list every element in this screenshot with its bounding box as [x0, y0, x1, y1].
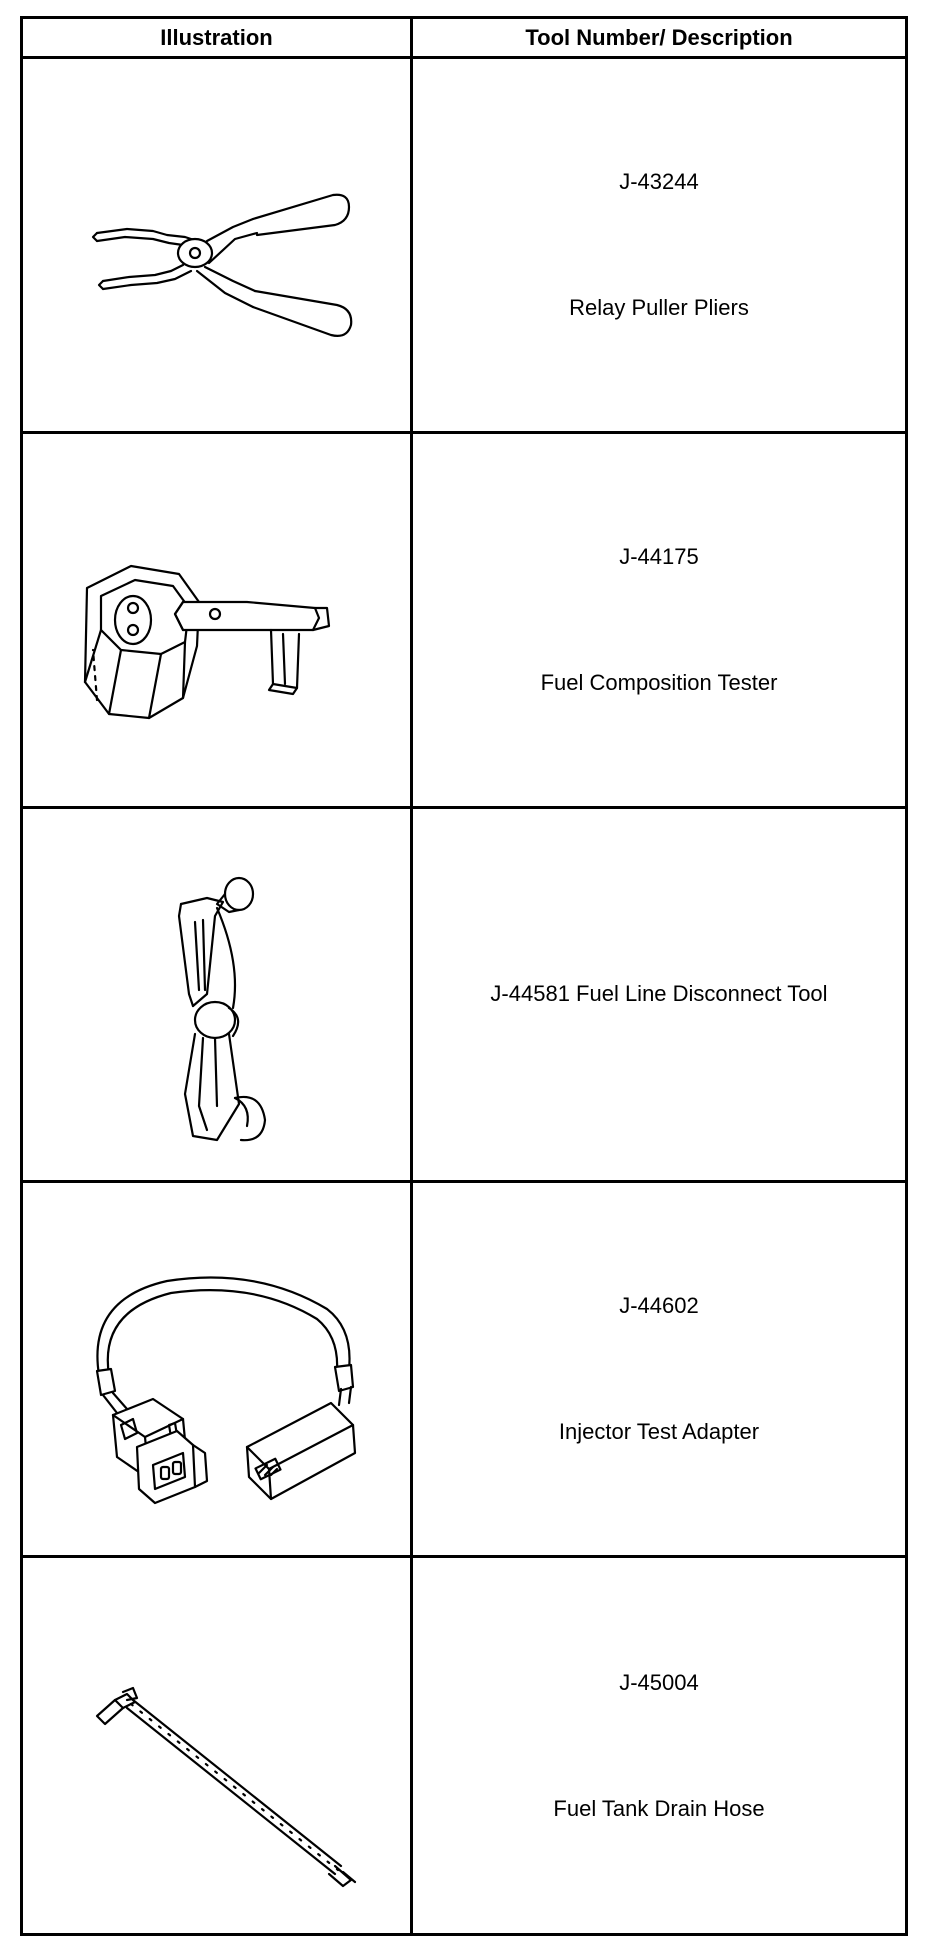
- illustration-cell: [23, 1558, 413, 1933]
- tool-description: Fuel Composition Tester: [540, 669, 778, 695]
- tool-description: Fuel Tank Drain Hose: [553, 1795, 765, 1821]
- header-description: Tool Number/ Description: [413, 19, 905, 59]
- tool-description: Relay Puller Pliers: [569, 294, 749, 320]
- fuel-tank-drain-hose-icon: [95, 1686, 356, 1887]
- tool-number: J-44175: [619, 543, 699, 569]
- description-cell: J-43244 Relay Puller Pliers: [413, 59, 905, 434]
- fuel-composition-tester-icon: [83, 564, 330, 719]
- description-cell: J-44175 Fuel Composition Tester: [413, 434, 905, 809]
- tool-number-and-description: J-44581 Fuel Line Disconnect Tool: [490, 981, 828, 1007]
- tool-number: J-43244: [619, 168, 699, 194]
- illustration-cell: [23, 433, 413, 809]
- description-cell: J-45004 Fuel Tank Drain Hose: [413, 1558, 905, 1933]
- description-cell: J-44602 Injector Test Adapter: [413, 1183, 905, 1559]
- relay-puller-pliers-icon: [91, 193, 352, 337]
- fuel-line-disconnect-tool-icon: [177, 877, 266, 1142]
- illustration-cell: [23, 1183, 413, 1559]
- injector-test-adapter-icon: [95, 1276, 356, 1505]
- header-description-label: Tool Number/ Description: [525, 24, 793, 50]
- header-illustration-label: Illustration: [160, 24, 273, 50]
- tools-table: Illustration Tool Number/ Description: [20, 16, 908, 1936]
- tool-description: Injector Test Adapter: [558, 1419, 760, 1445]
- header-illustration: Illustration: [23, 19, 413, 59]
- illustration-cell: [23, 808, 413, 1184]
- tool-number: J-44602: [619, 1293, 699, 1319]
- description-cell: J-44581 Fuel Line Disconnect Tool: [413, 809, 905, 1184]
- tool-number: J-45004: [619, 1669, 699, 1695]
- illustration-cell: [23, 59, 413, 434]
